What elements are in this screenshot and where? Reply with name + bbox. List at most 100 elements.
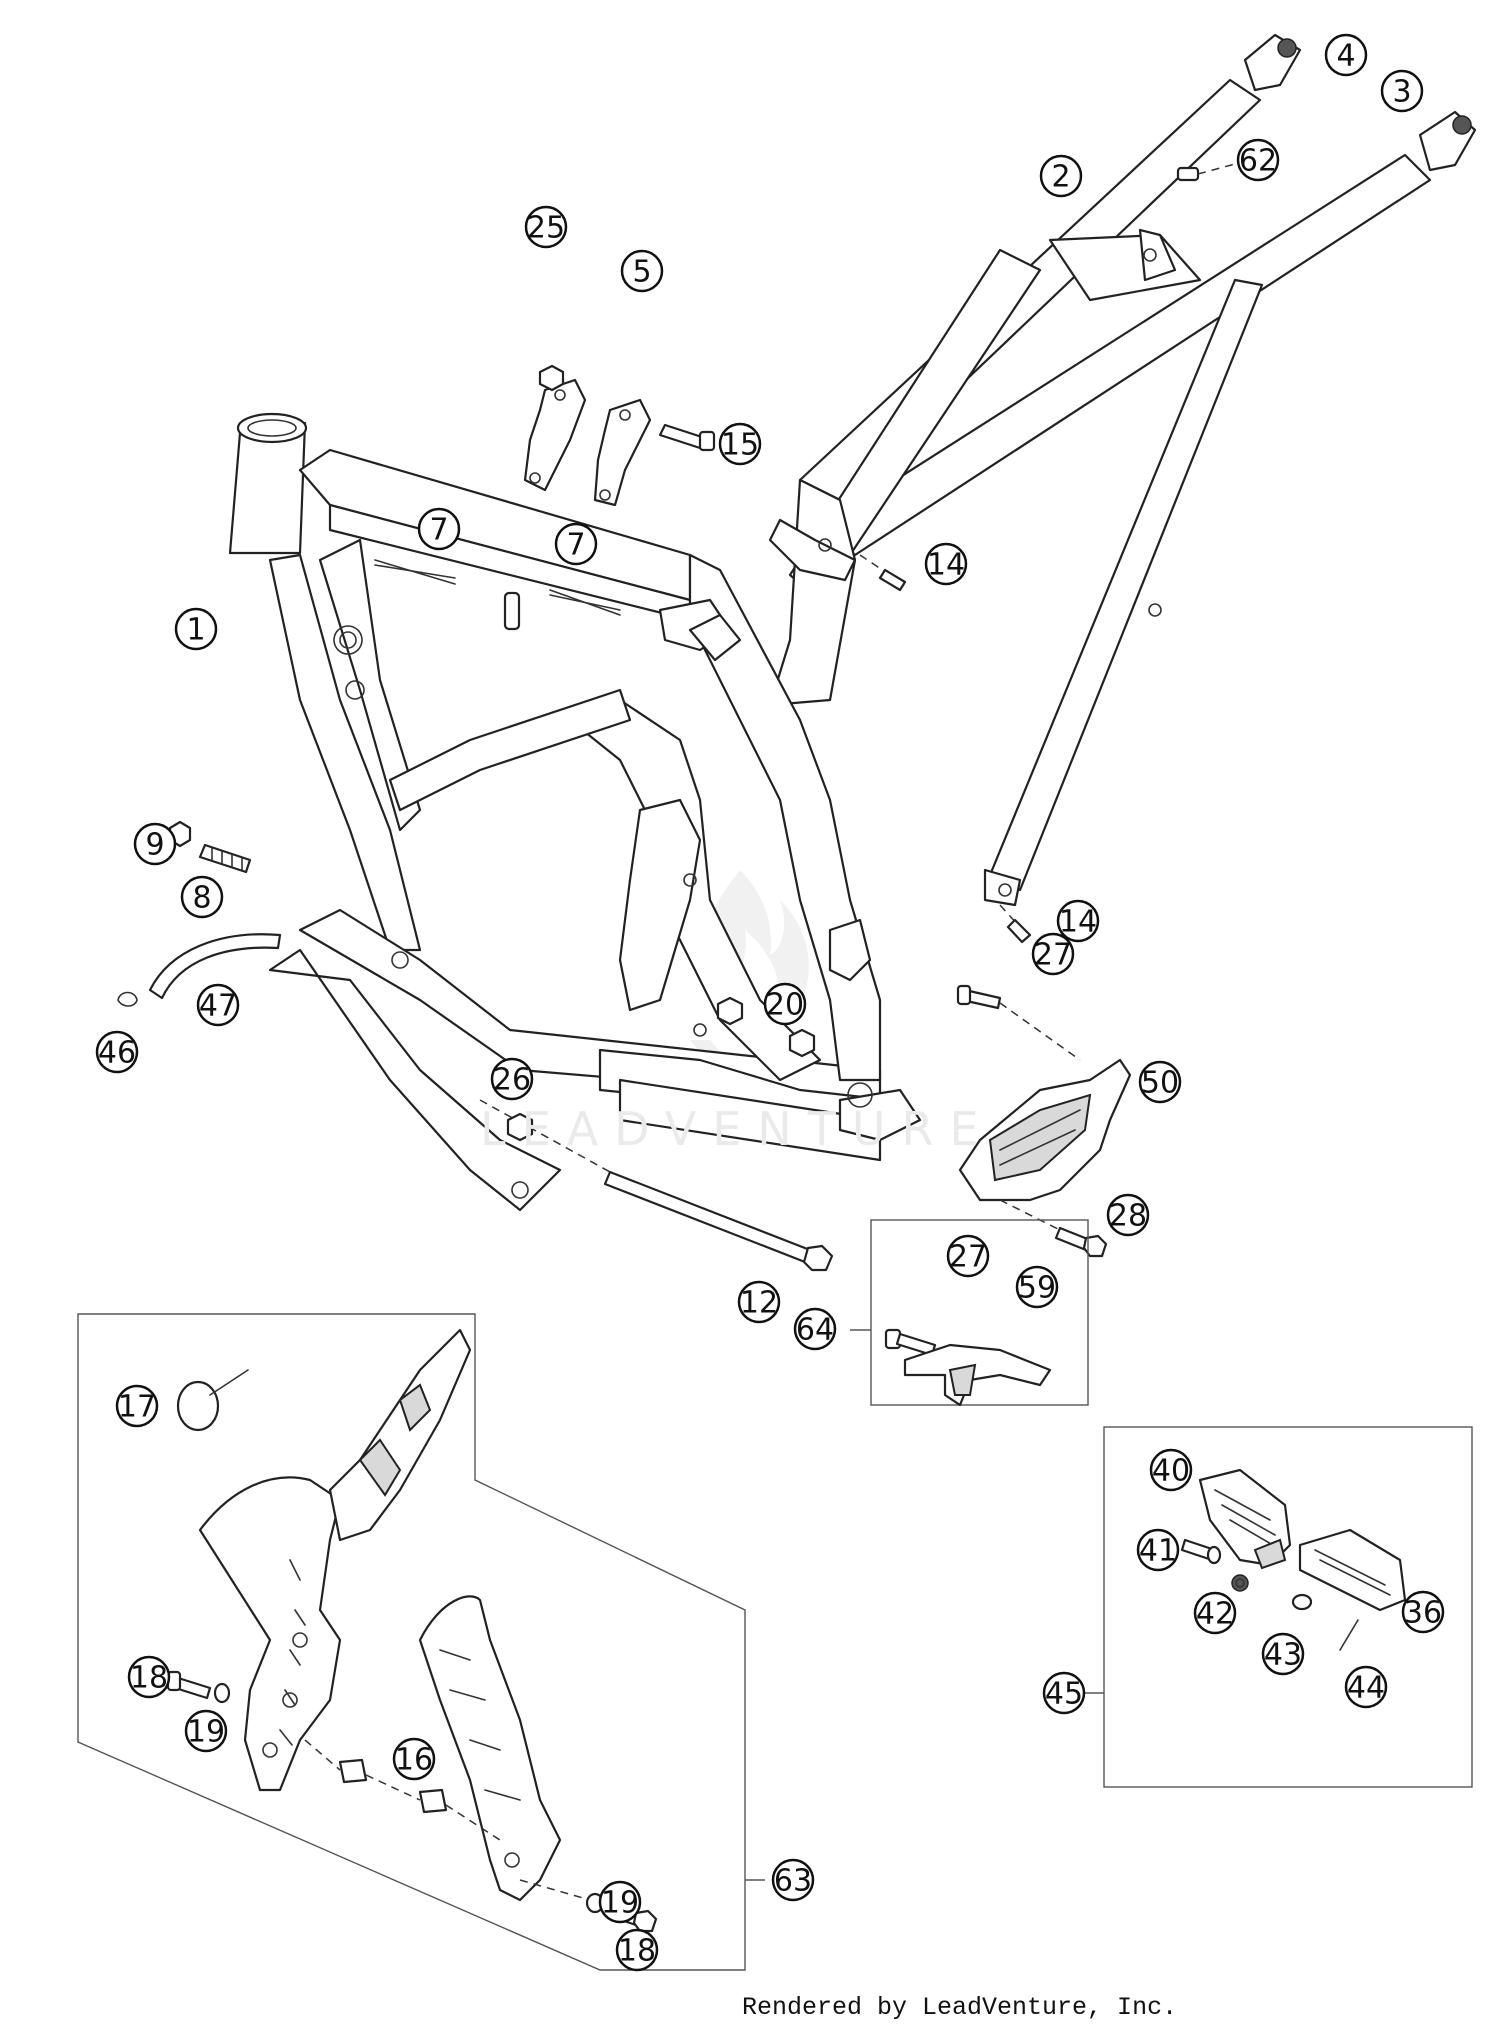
callout-25: 25: [524, 205, 568, 249]
bolt-part-8: [198, 843, 252, 874]
svg-text:15: 15: [721, 428, 759, 463]
svg-text:43: 43: [1264, 1638, 1302, 1673]
nut-part-25: [538, 364, 565, 392]
svg-text:36: 36: [1404, 1596, 1442, 1631]
end-cap-part-4: [1243, 33, 1302, 92]
callout-59: 59: [1015, 1265, 1059, 1309]
end-cap-part-3: [1418, 110, 1477, 172]
kit-box-45: [1085, 1426, 1473, 1788]
callout-8: 8: [180, 875, 224, 919]
callout-3: 3: [1380, 69, 1424, 113]
bolt-part-14-upper: [859, 554, 907, 592]
washer-part-43: [1291, 1593, 1313, 1611]
hose-part-47: [148, 933, 282, 1000]
callout-36: 36: [1401, 1590, 1445, 1634]
callout-47: 47: [196, 983, 240, 1027]
callout-20: 20: [763, 982, 807, 1026]
svg-text:28: 28: [1109, 1199, 1147, 1234]
svg-text:7: 7: [566, 528, 585, 563]
render-credit: Rendered by LeadVenture, Inc.: [742, 1993, 1178, 2022]
svg-text:25: 25: [527, 211, 565, 246]
svg-text:44: 44: [1347, 1671, 1385, 1706]
callout-17: 17: [115, 1384, 159, 1428]
callout-18-right: 18: [615, 1928, 659, 1972]
kit-box-63: [77, 1313, 765, 1971]
bolt-part-15: [658, 423, 716, 452]
callout-46: 46: [95, 1030, 139, 1074]
callout-62: 62: [1236, 138, 1280, 182]
callout-18-left: 18: [127, 1655, 171, 1699]
svg-text:5: 5: [632, 255, 651, 290]
callout-7-right: 7: [554, 522, 598, 566]
svg-text:62: 62: [1239, 144, 1277, 179]
callout-19-right: 19: [598, 1880, 642, 1924]
clip-part-46: [117, 991, 138, 1007]
callout-44: 44: [1344, 1665, 1388, 1709]
svg-text:50: 50: [1141, 1066, 1179, 1101]
callout-15: 15: [718, 422, 762, 466]
svg-text:46: 46: [98, 1036, 136, 1071]
callout-50: 50: [1138, 1060, 1182, 1104]
svg-text:12: 12: [740, 1286, 778, 1321]
bolt-part-12: [479, 1099, 834, 1272]
callout-14-upper: 14: [924, 542, 968, 586]
callout-12: 12: [737, 1280, 781, 1324]
svg-text:8: 8: [192, 881, 211, 916]
svg-text:9: 9: [145, 828, 164, 863]
callout-26: 26: [490, 1057, 534, 1101]
bolt-part-27-frame: [956, 984, 1081, 1061]
svg-text:14: 14: [927, 548, 965, 583]
svg-text:7: 7: [429, 513, 448, 548]
frame-guard-left-part-63: [198, 1328, 472, 1792]
callout-2: 2: [1039, 154, 1083, 198]
svg-text:2: 2: [1051, 160, 1070, 195]
svg-text:18: 18: [618, 1934, 656, 1969]
svg-text:26: 26: [493, 1063, 531, 1098]
callout-14-lower: 14: [1056, 899, 1100, 943]
svg-text:40: 40: [1152, 1454, 1190, 1489]
callout-45: 45: [1042, 1671, 1086, 1715]
callout-43: 43: [1261, 1632, 1305, 1676]
footpeg-part-36: [1298, 1528, 1407, 1612]
bolt-part-14-lower: [999, 904, 1032, 944]
watermark-text: LEADVENTURE: [480, 1102, 995, 1156]
svg-text:47: 47: [199, 989, 237, 1024]
svg-text:41: 41: [1139, 1534, 1177, 1569]
callout-5: 5: [620, 249, 664, 293]
svg-text:1: 1: [186, 613, 205, 648]
callout-63: 63: [771, 1858, 815, 1902]
svg-text:20: 20: [766, 988, 804, 1023]
callout-27-frame: 27: [1031, 932, 1075, 976]
svg-text:19: 19: [187, 1715, 225, 1750]
pin-part-41: [1180, 1538, 1222, 1565]
svg-text:63: 63: [774, 1864, 812, 1899]
svg-text:17: 17: [118, 1390, 156, 1425]
svg-text:3: 3: [1392, 75, 1411, 110]
frame-guard-right-part-63: [418, 1595, 562, 1902]
svg-text:45: 45: [1045, 1677, 1083, 1712]
bolt-part-27-kit: [884, 1328, 937, 1357]
nut-part-26: [506, 1112, 534, 1142]
callout-41: 41: [1136, 1528, 1180, 1572]
spacer-part-16: [304, 1739, 501, 1841]
callout-28: 28: [1106, 1193, 1150, 1237]
brackets-part-5: [523, 378, 652, 507]
subframe-part-2: [768, 78, 1432, 907]
callout-4: 4: [1324, 33, 1368, 77]
callout-27-kit: 27: [946, 1234, 990, 1278]
svg-text:19: 19: [601, 1886, 639, 1921]
cotter-part-44: [1339, 1619, 1359, 1651]
svg-text:4: 4: [1336, 39, 1355, 74]
spring-part-42: [1231, 1574, 1249, 1592]
cable-tie-part-17: [176, 1369, 249, 1432]
svg-text:18: 18: [130, 1661, 168, 1696]
callout-19-left: 19: [184, 1709, 228, 1753]
kit-box-64: [850, 1219, 1089, 1406]
bolt-part-28: [999, 1199, 1108, 1258]
decal-part-7-left: [374, 559, 456, 585]
bolt-part-62: [1176, 163, 1236, 182]
callout-42: 42: [1193, 1591, 1237, 1635]
svg-text:27: 27: [949, 1240, 987, 1275]
callout-9: 9: [133, 822, 177, 866]
